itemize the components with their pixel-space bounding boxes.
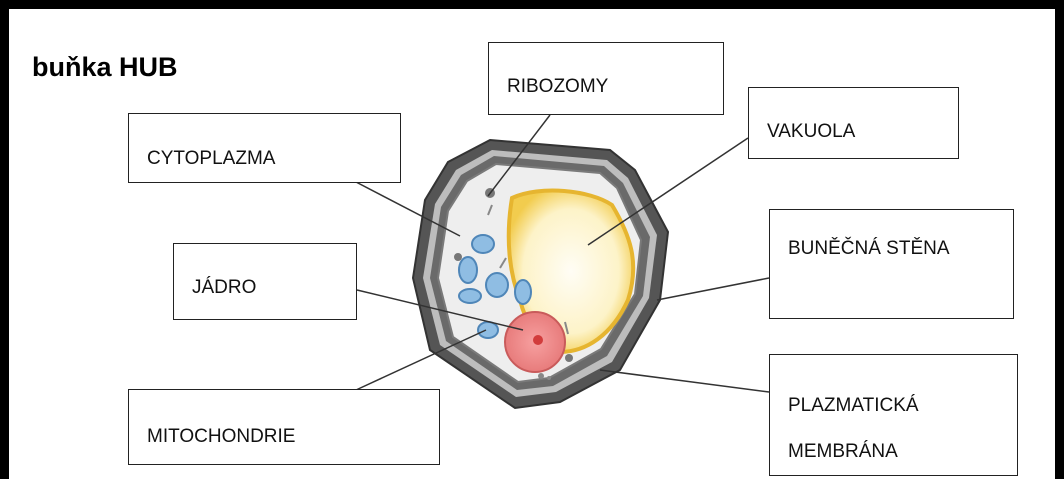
- mitochondrion: [486, 273, 508, 297]
- label-bunecna-stena-text: BUNĚČNÁ STĚNA: [788, 238, 1013, 260]
- label-cytoplazma-text: CYTOPLAZMA: [147, 148, 400, 170]
- label-ribozomy-text: RIBOZOMY: [507, 76, 723, 98]
- label-vakuola-text: VAKUOLA: [767, 121, 958, 143]
- label-plazmaticka-line1: PLAZMATICKÁ: [788, 383, 1017, 429]
- mitochondrion: [478, 322, 498, 338]
- leader-plazmaticka: [600, 370, 769, 392]
- label-plazmaticka-line2: MEMBRÁNA: [788, 429, 1017, 475]
- label-bunecna-stena: BUNĚČNÁ STĚNA: [769, 209, 1014, 319]
- mitochondrion: [472, 235, 494, 253]
- label-ribozomy: RIBOZOMY: [488, 42, 724, 115]
- mitochondrion: [459, 257, 477, 283]
- leader-bunecna-stena: [657, 278, 769, 300]
- label-mitochondrie: MITOCHONDRIE: [128, 389, 440, 465]
- label-jadro-text: JÁDRO: [192, 277, 356, 299]
- mitochondrion: [515, 280, 531, 304]
- label-mitochondrie-text: MITOCHONDRIE: [147, 426, 439, 448]
- nucleolus: [533, 335, 543, 345]
- label-vakuola: VAKUOLA: [748, 87, 959, 159]
- label-jadro: JÁDRO: [173, 243, 357, 320]
- mitochondrion: [459, 289, 481, 303]
- label-cytoplazma: CYTOPLAZMA: [128, 113, 401, 183]
- label-plazmaticka-membrana: PLAZMATICKÁ MEMBRÁNA: [769, 354, 1018, 476]
